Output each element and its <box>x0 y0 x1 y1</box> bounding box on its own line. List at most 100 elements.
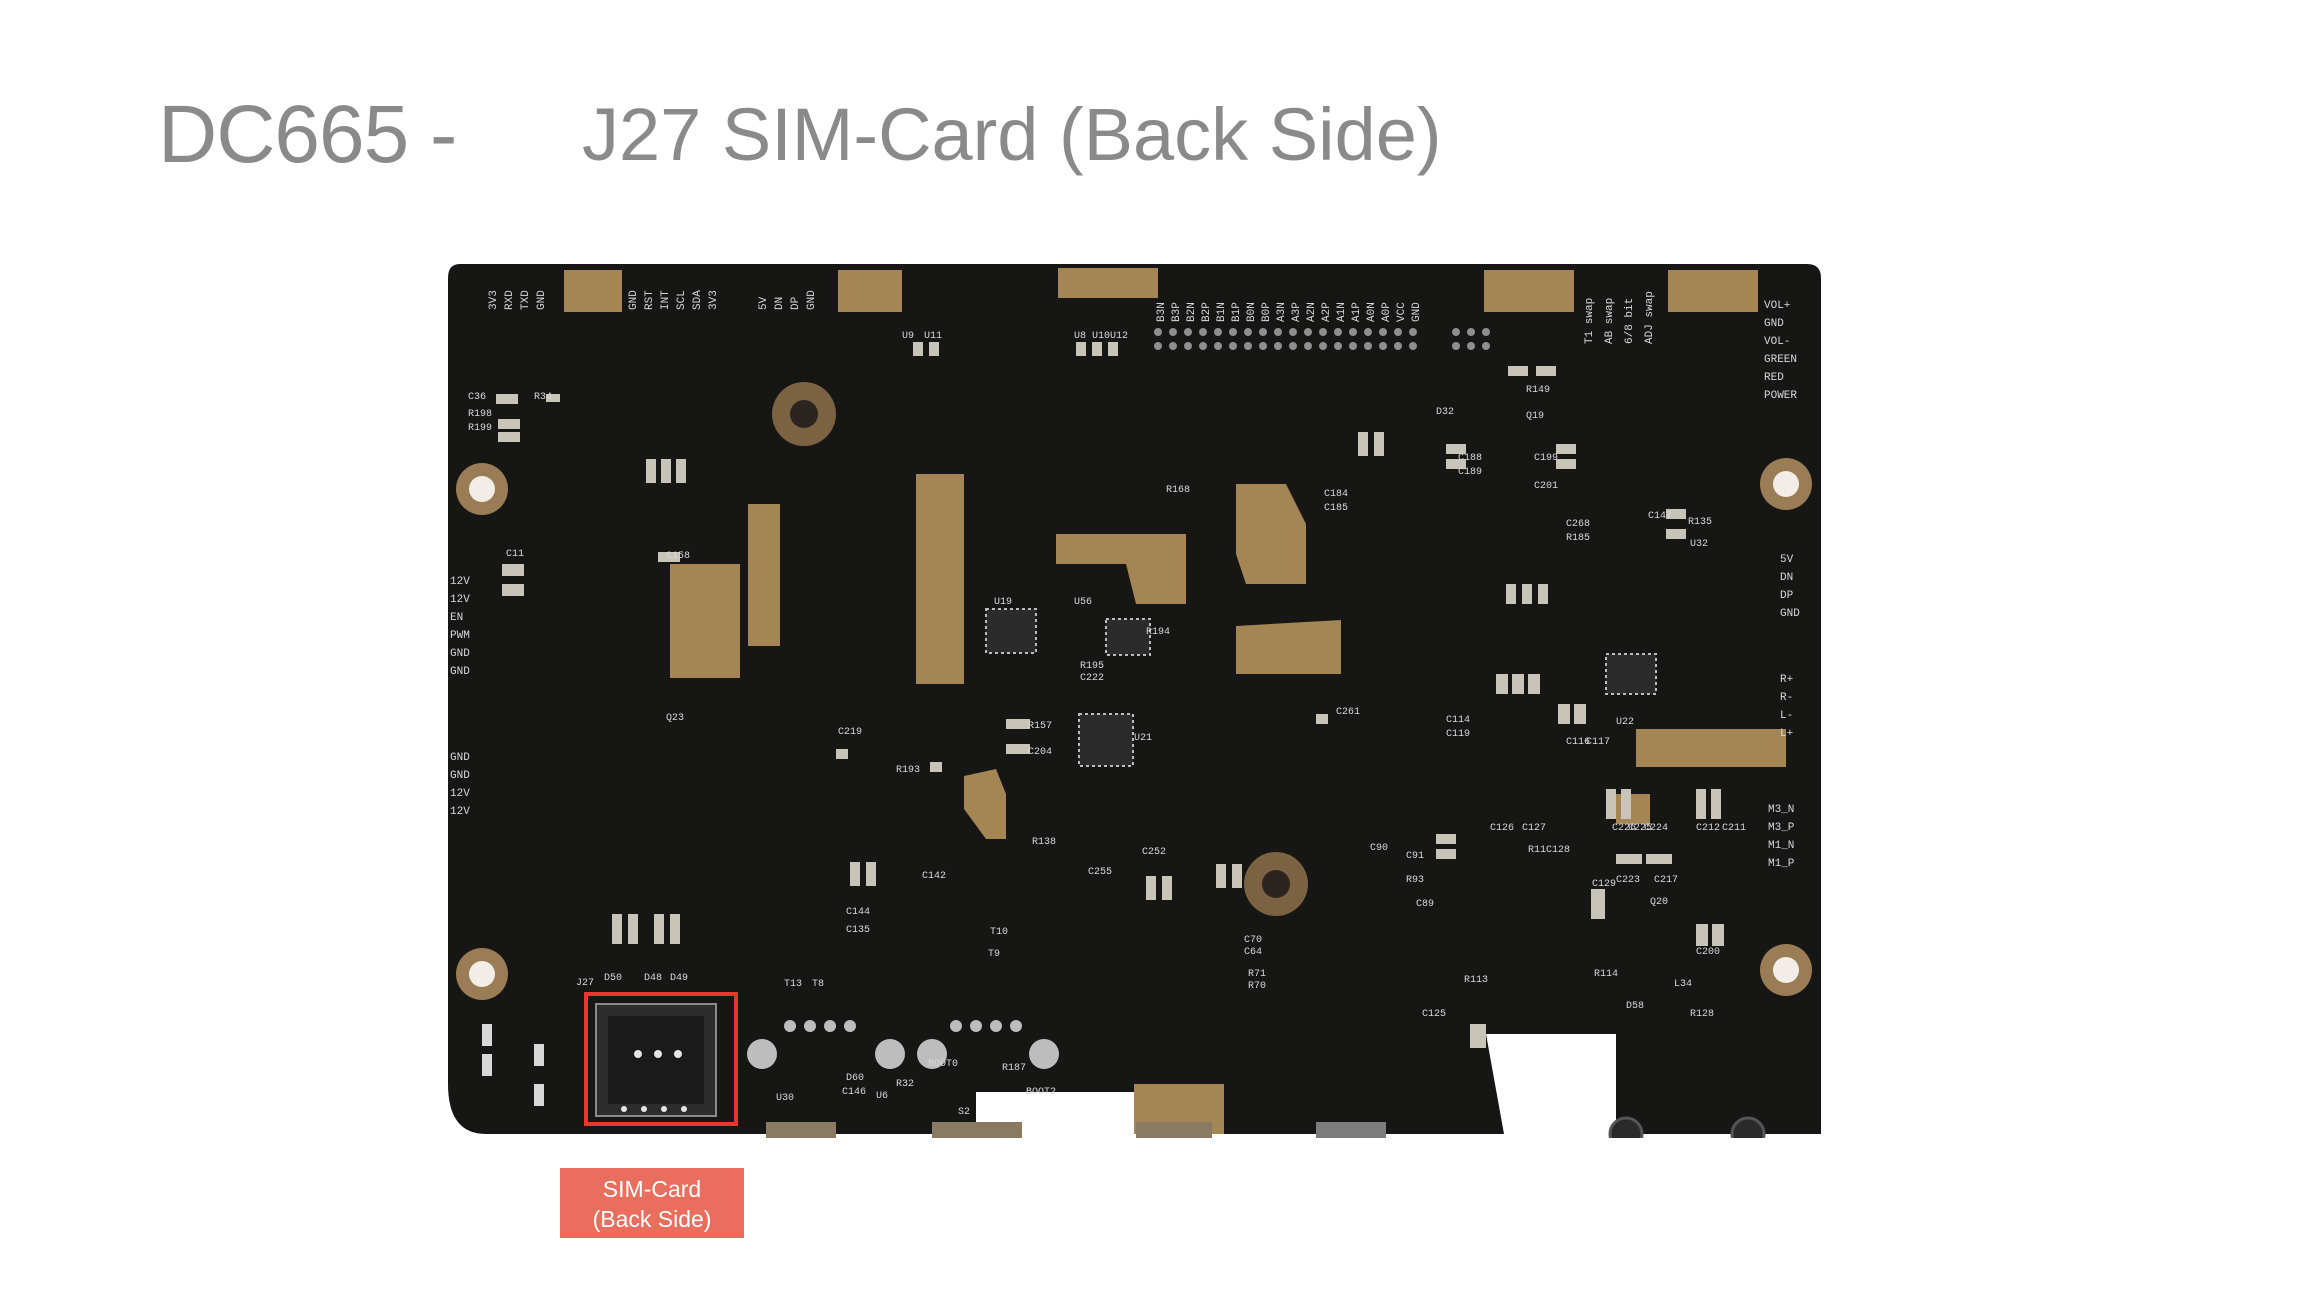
silk-hdr-4: B2P <box>1201 302 1213 322</box>
ref-label: R157 <box>1028 721 1052 732</box>
silk-raud-3: L- <box>1780 710 1793 722</box>
sim-card-slot <box>595 1003 717 1117</box>
ref-label: C142 <box>922 871 946 882</box>
ref-label: C189 <box>1458 467 1482 478</box>
silk-lbot-2: GND <box>450 770 470 782</box>
ref-label: C199 <box>1534 453 1558 464</box>
silk-right-2: GND <box>1764 318 1784 330</box>
silk-flag-2: AB swap <box>1604 298 1616 344</box>
silk-top-5: GND <box>628 290 640 310</box>
ref-label: D48 <box>644 973 662 984</box>
ref-label: C119 <box>1446 729 1470 740</box>
ref-label: C185 <box>1324 503 1348 514</box>
ref-label: R71 <box>1248 969 1266 980</box>
ref-label: C64 <box>1244 947 1262 958</box>
ref-label: C252 <box>1142 847 1166 858</box>
ref-label: C184 <box>1324 489 1348 500</box>
bottom-connectors <box>482 1020 1766 1138</box>
gold-pads <box>564 268 1786 1134</box>
ics <box>985 608 1657 767</box>
silk-hdr-10: A3P <box>1291 302 1303 322</box>
ref-label: C226 <box>1612 823 1636 834</box>
ref-label: C117 <box>1586 737 1610 748</box>
ref-label: C127 <box>1522 823 1546 834</box>
pcb-board-photo: 3V3 RXD TXD GND GND RST INT SCL SDA 3V3 … <box>446 264 1821 1138</box>
ref-label: R195 <box>1080 661 1104 672</box>
ref-label: C225 <box>1628 823 1652 834</box>
silk-right-5: RED <box>1764 372 1784 384</box>
silk-top-1: 3V3 <box>488 290 500 310</box>
silk-lbot-4: 12V <box>450 806 470 818</box>
silk-hdr-1: B3N <box>1156 302 1168 322</box>
ref-label: D58 <box>1626 1001 1644 1012</box>
ref-label: R198 <box>468 409 492 420</box>
ref-label: J27 <box>576 978 594 989</box>
ref-label: D60 <box>846 1073 864 1084</box>
silk-rmid-2: DN <box>1780 572 1793 584</box>
ref-label: C212 <box>1696 823 1720 834</box>
silk-right-4: GREEN <box>1764 354 1797 366</box>
sim-highlight-box <box>584 992 738 1126</box>
ref-label: T8 <box>812 979 824 990</box>
ref-label: C211 <box>1722 823 1746 834</box>
sim-card-callout: SIM-Card (Back Side) <box>560 1168 744 1238</box>
silk-flag-1: T1 swap <box>1584 298 1596 344</box>
ref-label: U30 <box>776 1093 794 1104</box>
ref-label: C146 <box>842 1087 866 1098</box>
ref-label: R138 <box>1032 837 1056 848</box>
ref-label: R199 <box>468 423 492 434</box>
silk-left-4: PWM <box>450 630 470 642</box>
callout-line-2: (Back Side) <box>592 1206 712 1232</box>
ref-label: C261 <box>1336 707 1360 718</box>
ref-label: U56 <box>1074 597 1092 608</box>
ref-label: R149 <box>1526 385 1550 396</box>
silk-top-13: DP <box>790 296 802 310</box>
silk-hdr-8: B0P <box>1261 302 1273 322</box>
silk-hdr-3: B2N <box>1186 302 1198 322</box>
silk-hdr-15: A0N <box>1366 302 1378 322</box>
silk-top-7: INT <box>660 290 672 310</box>
ref-label: R185 <box>1566 533 1590 544</box>
callout-line-1: SIM-Card <box>602 1176 702 1202</box>
reference-designators: J27 C36 R34 R198 R199 C158 C11 U9 U11 U8… <box>468 331 1746 1118</box>
silk-top-4: GND <box>536 290 548 310</box>
ref-label: U12 <box>1110 331 1128 342</box>
ref-label: C222 <box>1080 673 1104 684</box>
silk-top-12: DN <box>774 297 786 310</box>
ref-label: C36 <box>468 392 486 403</box>
ref-label: C90 <box>1370 843 1388 854</box>
ref-label: U21 <box>1134 733 1152 744</box>
silk-rmid-4: GND <box>1780 608 1800 620</box>
ref-label: D50 <box>604 973 622 984</box>
silk-left-1: 12V <box>450 576 470 588</box>
silk-hdr-12: A2P <box>1321 302 1333 322</box>
silk-top-10: 3V3 <box>708 290 720 310</box>
ref-label: C158 <box>666 551 690 562</box>
silk-rmid-1: 5V <box>1780 554 1794 566</box>
ref-label: U10 <box>1092 331 1110 342</box>
ref-label: Q19 <box>1526 411 1544 422</box>
silk-hdr-5: B1N <box>1216 302 1228 322</box>
ref-label: C11 <box>506 549 524 560</box>
ref-label: T10 <box>990 927 1008 938</box>
ref-label: C129 <box>1592 879 1616 890</box>
silk-top-9: SDA <box>692 290 704 310</box>
ref-label: U9 <box>902 331 914 342</box>
silk-hdr-18: GND <box>1411 302 1423 322</box>
silk-right-1: VOL+ <box>1764 300 1790 312</box>
silk-rlow-3: M1_N <box>1768 840 1794 852</box>
ref-label: C217 <box>1654 875 1678 886</box>
ref-label: D32 <box>1436 407 1454 418</box>
ref-label: C116 <box>1566 737 1590 748</box>
ref-label: R70 <box>1248 981 1266 992</box>
ref-label: C144 <box>846 907 870 918</box>
silk-raud-1: R+ <box>1780 674 1793 686</box>
silk-hdr-14: A1P <box>1351 302 1363 322</box>
ref-label: D49 <box>670 973 688 984</box>
silk-left-2: 12V <box>450 594 470 606</box>
ref-label: U32 <box>1690 539 1708 550</box>
ref-label: C200 <box>1696 947 1720 958</box>
ref-label: Q20 <box>1650 897 1668 908</box>
ref-label: C89 <box>1416 899 1434 910</box>
ref-label: C128 <box>1546 845 1570 856</box>
